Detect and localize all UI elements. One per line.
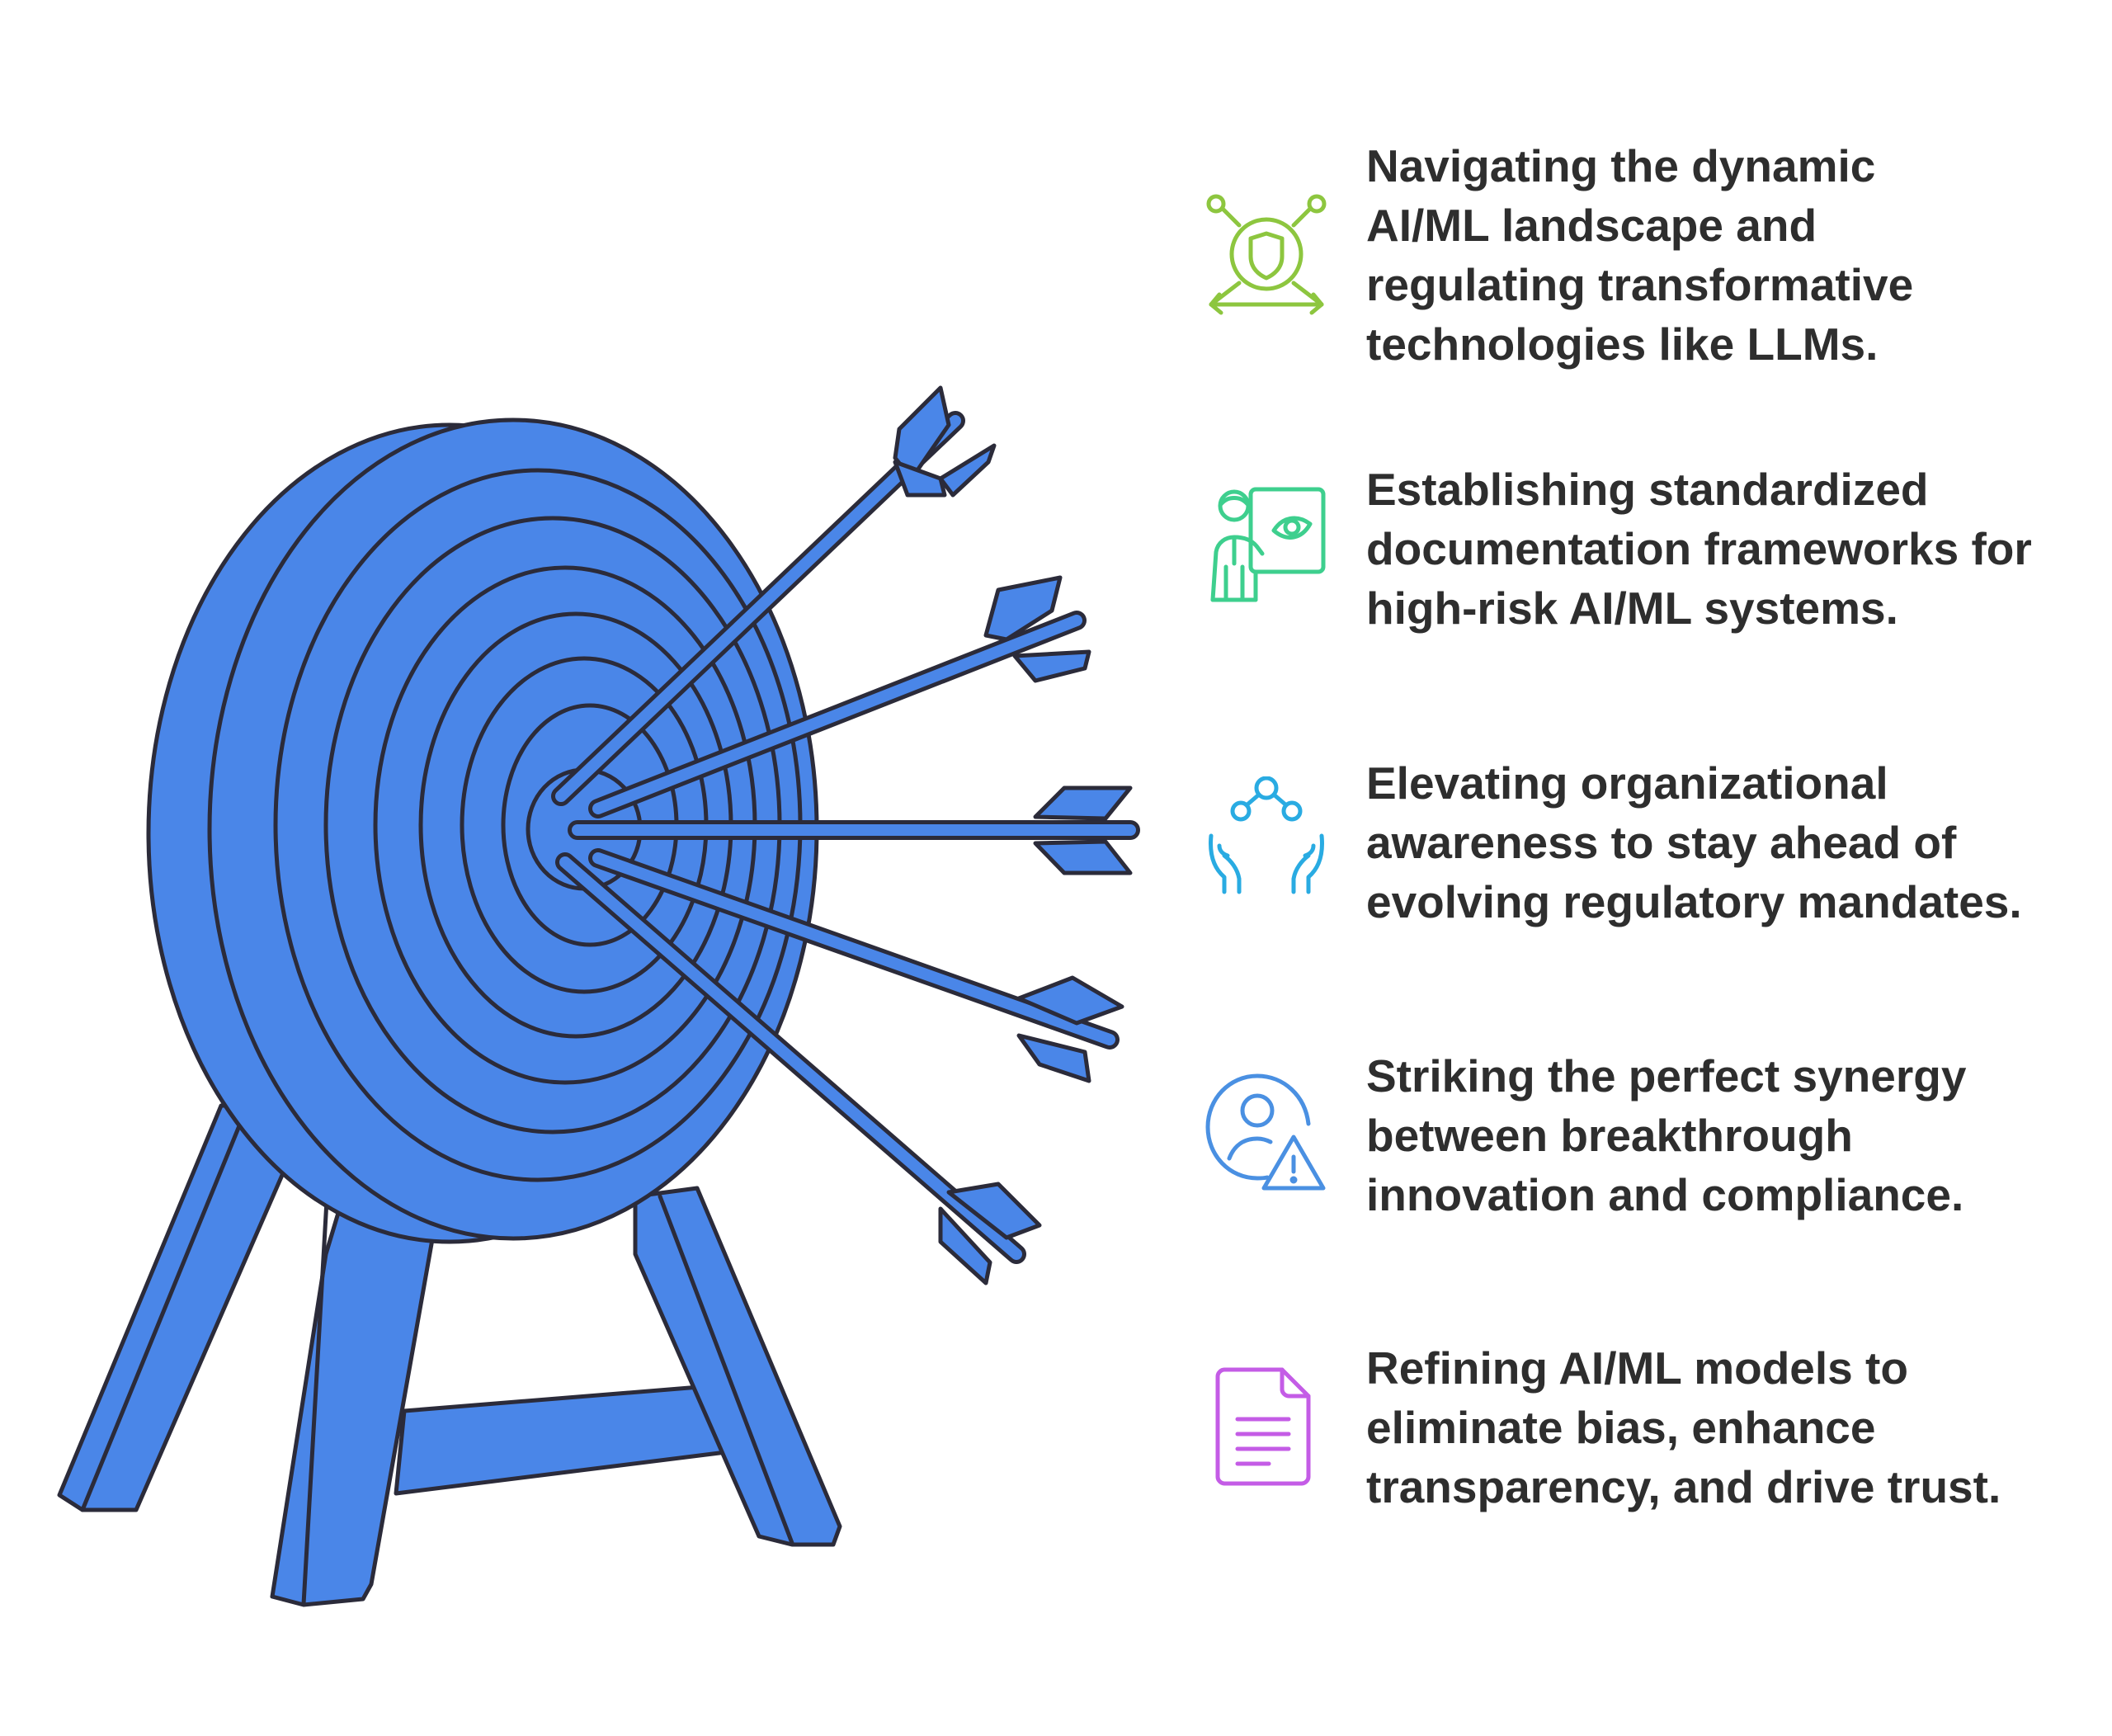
- arrow-4: [588, 848, 1124, 1083]
- arrow-2: [588, 575, 1091, 818]
- presenter-vision-icon: [1210, 487, 1326, 602]
- item-text: Establishing standardized documentation …: [1366, 464, 2032, 634]
- arrow-5: [555, 852, 1042, 1285]
- document-icon: [1215, 1367, 1311, 1486]
- stand-left-leg: [57, 1103, 308, 1512]
- item-text: Elevating organizational awareness to st…: [1366, 757, 2022, 927]
- user-warning-icon: [1205, 1073, 1326, 1191]
- arrow-1: [551, 385, 997, 806]
- arrow-3: [568, 785, 1140, 875]
- stand-crossbar: [394, 1384, 728, 1496]
- shield-network-icon: [1206, 194, 1327, 315]
- item-text: Striking the perfect synergy between bre…: [1366, 1050, 1967, 1220]
- stand-center-leg: [270, 1169, 444, 1607]
- hands-network-icon: [1209, 776, 1324, 894]
- item-text: Refining AI/ML models to eliminate bias,…: [1366, 1342, 2001, 1512]
- stand-right-leg: [633, 1186, 842, 1547]
- archery-target-icon: [57, 385, 1140, 1607]
- item-text: Navigating the dynamic AI/ML landscape a…: [1366, 140, 1914, 370]
